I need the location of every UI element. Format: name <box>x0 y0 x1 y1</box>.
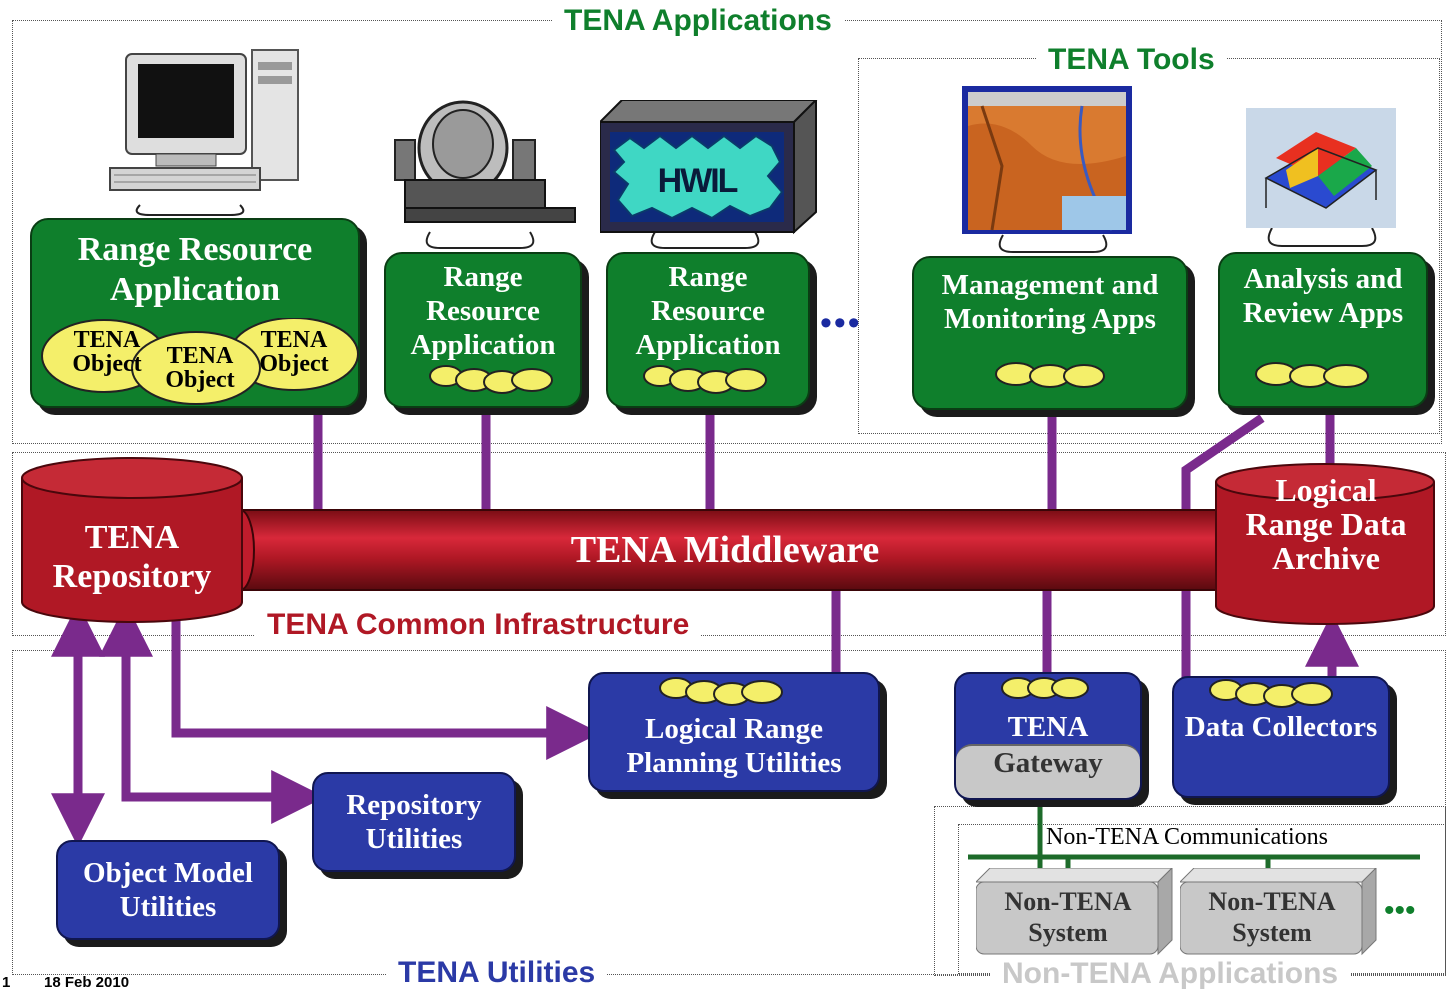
repository-utilities-label: Repository Utilities <box>346 789 482 856</box>
tena-object-ellipses <box>41 318 359 405</box>
map-screen-icon <box>962 86 1132 234</box>
analysis-review-apps: Analysis and Review Apps <box>1218 252 1428 408</box>
non-tena-system-2-box <box>1180 868 1377 956</box>
utilities-title: TENA Utilities <box>386 958 608 988</box>
non-tena-applications-title: Non-TENA Applications <box>990 959 1351 989</box>
gateway-top-label: TENA <box>1007 711 1089 743</box>
tena-object-left: TENA Object <box>72 327 142 377</box>
object-cluster-analysis <box>1255 362 1369 388</box>
management-monitoring-apps-label: Management and Monitoring Apps <box>941 269 1159 336</box>
non-tena-system-2-label: Non-TENA System <box>1208 887 1336 948</box>
object-cluster-app3 <box>643 365 767 394</box>
middleware-pipe <box>226 509 1220 591</box>
object-cluster-gateway <box>1001 677 1089 699</box>
repository-utilities: Repository Utilities <box>312 772 516 872</box>
more-apps-ellipsis: ••• <box>820 304 862 342</box>
tena-object-right: TENA Object <box>259 327 329 377</box>
archive-cylinder <box>1215 463 1435 625</box>
repository-cylinder <box>21 457 243 623</box>
computer-icon <box>109 49 299 191</box>
object-cluster-management <box>995 362 1105 388</box>
non-tena-communications-label: Non-TENA Communications <box>1046 824 1328 850</box>
data-collectors: Data Collectors <box>1172 676 1390 798</box>
object-cluster-app2 <box>429 365 553 394</box>
analysis-review-apps-label: Analysis and Review Apps <box>1242 263 1404 330</box>
management-monitoring-apps: Management and Monitoring Apps <box>912 256 1188 410</box>
logical-range-planning-label: Logical Range Planning Utilities <box>626 713 842 780</box>
data-collectors-label: Data Collectors <box>1184 711 1378 743</box>
applications-title: TENA Applications <box>552 6 844 36</box>
range-resource-app-3-label: Range Resource Application <box>635 261 781 362</box>
tools-title: TENA Tools <box>1036 45 1227 75</box>
object-model-utilities-label: Object Model Utilities <box>83 857 253 924</box>
object-cluster-planning <box>659 677 783 706</box>
footer-date: 18 Feb 2010 <box>44 974 130 991</box>
radar-antenna-icon <box>394 100 576 223</box>
gateway-bottom-label: Gateway <box>993 747 1103 779</box>
gateway-gray-base <box>956 744 1140 798</box>
more-non-tena-ellipsis: ••• <box>1384 894 1416 927</box>
object-model-utilities: Object Model Utilities <box>56 840 280 940</box>
non-tena-system-1-box <box>976 868 1173 956</box>
range-resource-app-main-label: Range Resource Application <box>77 231 313 309</box>
archive-label: Logical Range Data Archive <box>1245 472 1407 576</box>
non-tena-system-1-label: Non-TENA System <box>1004 887 1132 948</box>
object-cluster-collectors <box>1209 679 1333 708</box>
range-resource-app-2-label: Range Resource Application <box>410 261 556 362</box>
tena-object-center: TENA Object <box>165 343 235 393</box>
common-infrastructure-title: TENA Common Infrastructure <box>255 610 702 640</box>
tena-gateway: TENA Gateway <box>954 672 1142 800</box>
infrastructure-zone <box>12 452 1446 636</box>
middleware-label: TENA Middleware <box>570 529 880 571</box>
hwil-display-icon <box>600 100 818 235</box>
page-number: 1 <box>2 974 11 991</box>
repository-label: TENA Repository <box>52 519 212 596</box>
hwil-logo: HWIL <box>657 162 739 200</box>
surface-plot-icon <box>1246 108 1396 228</box>
